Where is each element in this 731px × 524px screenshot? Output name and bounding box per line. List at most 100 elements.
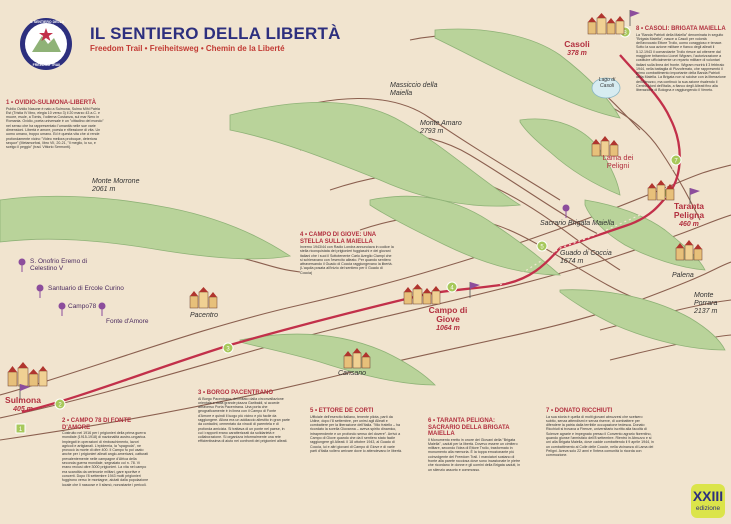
flag-icon [629,10,640,26]
label-pacentro: Pacentro [190,312,219,319]
edition-label: edizione [695,505,721,512]
flags [19,10,700,400]
mountain-ridges [0,28,726,386]
pin-label-onofrio: S. Onofrio Eremo di Celestino V [30,258,88,272]
trail-route-dotted [499,159,675,286]
label-lama: Lama dei Peligni [602,153,634,170]
info-block-text: Publio Ovidio Nasone è nato a Sulmona, S… [6,106,104,150]
info-block-title: 7 • DONATO RICCHIUTI [546,408,613,414]
contour-line [609,334,731,361]
ridge-sacrario [584,199,706,271]
info-block-title: 8 • CASOLI: BRIGATA MAIELLA [636,26,726,32]
page-title: IL SENTIERO DELLA LIBERTÀ [90,24,341,43]
flag-icon [19,384,30,400]
ridge-porrara [559,289,726,351]
info-block-title: 1 • OVIDIO-SULMONA-LIBERTÀ [6,100,97,106]
flag-icon [469,282,480,298]
info-block-6: 6 • TARANTA PELIGNA: SACRARIO DELLA BRIG… [428,418,523,472]
contour-line [269,97,561,201]
svg-text:4: 4 [450,286,454,292]
lake-casoli [591,77,621,99]
pin-icon [58,302,66,316]
village-casoli-icon [587,13,625,35]
label-sacrario: Sacrario Brigata Maiella [540,220,615,227]
contour-line [0,214,731,419]
label-palena: Palena [672,272,694,279]
ridge-maiella [229,101,522,207]
waypoint-5[interactable]: 5 [536,240,548,252]
info-block-text: Al Borgo Pacentrano, delimitato dalla ci… [198,396,290,444]
info-block-1: 1 • OVIDIO-SULMONA-LIBERTÀ Publio Ovidio… [6,100,106,149]
info-block-title: 6 • TARANTA PELIGNA: SACRARIO DELLA BRIG… [428,418,510,437]
info-block-3: 3 • BORGO PACENTRANO Al Borgo Pacentrano… [198,390,290,444]
svg-text:8: 8 [623,31,627,37]
info-block-title: 3 • BORGO PACENTRANO [198,390,273,396]
trail-logo-icon [20,18,72,70]
village-palena-icon [675,240,703,261]
poi-pins [18,204,570,316]
ridge-morrone [0,195,292,260]
info-block-title: 5 • ETTORE DE CORTI [310,408,374,414]
info-block-4: 4 • CAMPO DI GIOVE: UNA STELLA SULLA MAI… [300,232,395,275]
svg-text:2: 2 [58,403,62,409]
label-cansano: Cansano [338,370,367,377]
info-block-text: Costruito nel 1916 per i prigionieri del… [62,431,149,487]
village-campo-di-giove-icon [403,284,441,305]
logo-bottom-text: FREEDOM TRAIL [32,63,62,67]
info-block-title: 4 • CAMPO DI GIOVE: UNA STELLA SULLA MAI… [300,232,376,245]
label-massiccio: Massiccio della Maiella [390,82,438,97]
pin-icon [98,302,106,316]
label-lago: Lago di Casoli [598,77,616,89]
waypoint-4[interactable]: 4 [446,281,458,293]
contour-line [0,261,731,441]
info-block-title: 2 • CAMPO 78 DI FONTE D'AMORE [62,418,132,431]
svg-text:7: 7 [674,159,678,165]
waypoint-7[interactable]: 7 [670,154,682,166]
info-block-8: 8 • CASOLI: BRIGATA MAIELLA La "Banda Pa… [636,26,726,93]
ridge-maiella-east [369,195,562,276]
waypoint-3[interactable]: 3 [222,342,234,354]
edition-badge: XXIII edizione [691,484,725,518]
flag-icon [689,188,700,204]
info-block-text: Il Monumento eretto in onore dei Giovani… [428,437,521,472]
pin-icon [36,284,44,298]
info-block-text: La sua storia è quella di molti giovani … [546,414,654,458]
svg-text:3: 3 [226,347,230,353]
pin-icon [18,258,26,272]
pin-label-campo78: Campo78 [68,303,97,310]
ridge-north [434,28,621,119]
info-block-2: 2 • CAMPO 78 DI FONTE D'AMORE Costruito … [62,418,150,487]
info-block-5: 5 • ETTORE DE CORTI Ufficiale dell'eserc… [310,408,402,453]
info-block-text: La "Banda Patrioti della Maiella" denomi… [636,32,726,93]
edition-number: XXIII [692,488,724,504]
page-subtitle: Freedom Trail • Freiheitsweg • Chemin de… [90,44,285,53]
info-block-text: Ufficiale dell'esercito italiano, tenent… [310,414,402,453]
village-taranta-icon [647,180,675,201]
village-sulmona-icon [7,362,48,387]
info-block-text: Inverno 1943/44 con Radio Londra annunci… [300,245,394,275]
village-cansano-icon [343,348,371,369]
waypoint-2[interactable]: 2 [54,398,66,410]
ridge-cansano [239,333,436,386]
logo-top-text: IL SENTIERO DELLA LIBERTÀ [29,20,65,28]
village-pacentro-icon [189,287,218,309]
pin-icon [562,204,570,218]
svg-text:1: 1 [19,427,23,433]
info-block-7: 7 • DONATO RICCHIUTI La sua storia è que… [546,408,654,457]
ridge-lama [519,118,621,196]
pin-label-ercole: Santuario di Ercole Curino [48,285,124,292]
pin-label-fonte-amore: Fonte d'Amore [106,318,149,325]
villages [7,13,703,387]
waypoint-1[interactable]: 1 [15,423,26,434]
svg-text:5: 5 [540,245,544,251]
